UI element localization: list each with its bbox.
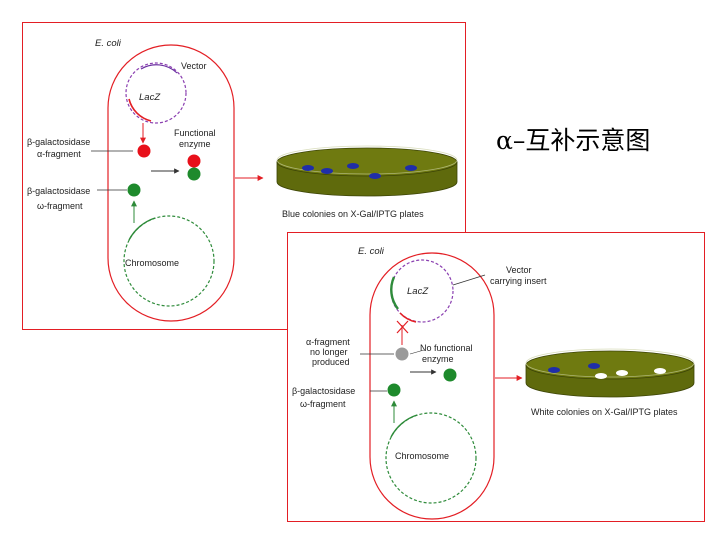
omega-label-1: β-galactosidase (292, 386, 355, 396)
diagram-disrupted-lacz: E. coli LacZ Vector carrying insert α-fr… (288, 233, 706, 523)
omega-fragment-dot (388, 384, 401, 397)
enzyme-alpha-dot (188, 155, 201, 168)
enzyme-omega-dot (444, 369, 457, 382)
alpha-fragment-dot (138, 145, 151, 158)
alpha-fragment-dot-grey (396, 348, 409, 361)
white-colony (616, 370, 628, 376)
enzyme-label-1: No functional (420, 343, 473, 353)
vector-label-2: carrying insert (490, 276, 547, 286)
lacz-label: LacZ (139, 92, 161, 103)
white-colony (654, 368, 666, 374)
lacz-gene-segment (400, 313, 416, 322)
ecoli-label: E. coli (95, 38, 122, 49)
blue-colony (321, 168, 333, 174)
vector-label-1: Vector (506, 265, 532, 275)
agar-plate-blue (277, 146, 457, 196)
alpha-label-1: α-fragment (306, 337, 350, 347)
blue-colony (302, 165, 314, 171)
blue-colony (588, 363, 600, 369)
enzyme-omega-dot (188, 168, 201, 181)
slide-title: α–互补示意图 (496, 121, 650, 157)
vector-leader-line (453, 275, 485, 285)
blue-colony (405, 165, 417, 171)
chromosome-label: Chromosome (125, 258, 179, 268)
alpha-label-2: α-fragment (37, 149, 81, 159)
white-colony (595, 373, 607, 379)
omega-label-2: ω-fragment (37, 201, 83, 211)
white-plate-caption: White colonies on X-Gal/IPTG plates (531, 407, 678, 417)
ecoli-label: E. coli (358, 246, 385, 257)
blue-plate-caption: Blue colonies on X-Gal/IPTG plates (282, 209, 424, 219)
chromosome-gene-arc (129, 218, 155, 240)
lacz-label: LacZ (407, 286, 429, 297)
alpha-label-3: produced (312, 357, 350, 367)
agar-plate-white (526, 349, 694, 397)
omega-label-1: β-galactosidase (27, 186, 90, 196)
chromosome-label: Chromosome (395, 451, 449, 461)
omega-fragment-dot (128, 184, 141, 197)
blue-colony (369, 173, 381, 179)
insert-dna-segment (391, 277, 398, 309)
vector-label: Vector (181, 61, 207, 71)
blue-colony (347, 163, 359, 169)
chromosome-gene-arc (391, 415, 417, 437)
enzyme-label-1: Functional (174, 128, 216, 138)
omega-label-2: ω-fragment (300, 399, 346, 409)
vector-plasmid-arc (141, 65, 177, 73)
enzyme-label-2: enzyme (422, 354, 454, 364)
blue-colony (548, 367, 560, 373)
alpha-label-1: β-galactosidase (27, 137, 90, 147)
panel-disrupted-lacz: E. coli LacZ Vector carrying insert α-fr… (287, 232, 705, 522)
ecoli-cell-outline (370, 253, 494, 519)
enzyme-label-2: enzyme (179, 139, 211, 149)
alpha-label-2: no longer (310, 347, 348, 357)
